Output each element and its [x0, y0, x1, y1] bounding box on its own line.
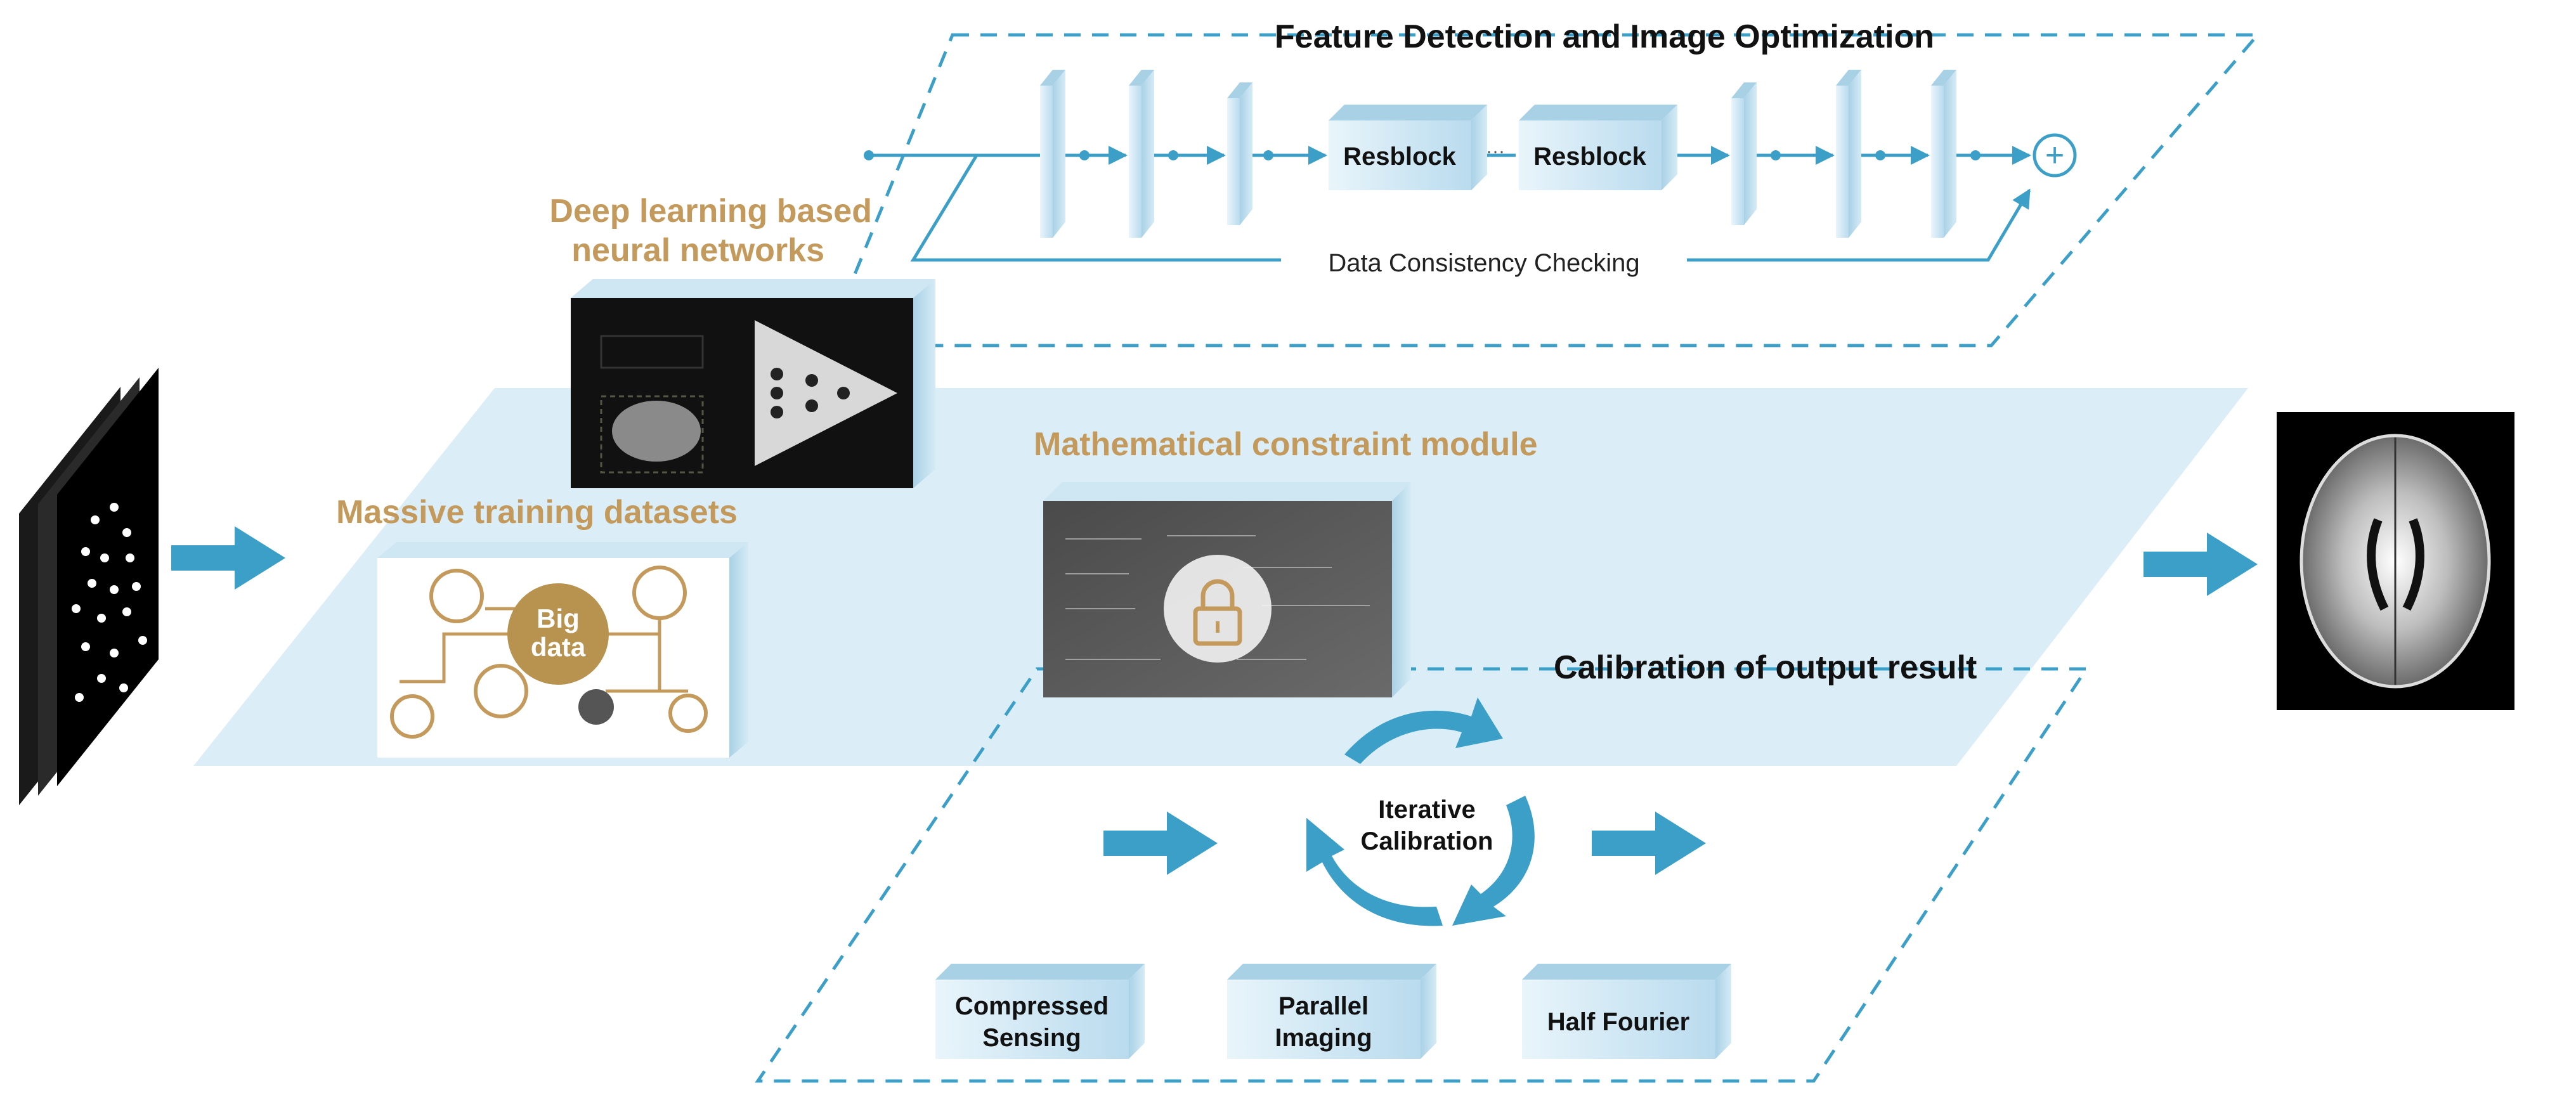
math-panel	[1043, 482, 1411, 697]
resblock-1	[1329, 105, 1487, 190]
conv-layer-1	[1040, 70, 1065, 238]
input-node-dot	[864, 150, 874, 160]
math-label: Mathematical constraint module	[1034, 426, 1538, 463]
feature-title: Feature Detection and Image Optimization	[1275, 18, 1934, 55]
iterative-line2: Calibration	[1361, 827, 1493, 855]
dl-label-line1: Deep learning based	[549, 193, 872, 230]
method-block-cs	[935, 964, 1145, 1059]
method-hf-line1: Half Fourier	[1547, 1008, 1689, 1036]
big-data-line2: data	[531, 632, 586, 662]
conv-layer-6	[1931, 70, 1956, 238]
conv-layer-3	[1227, 82, 1252, 225]
training-panel	[377, 542, 748, 758]
output-mri-image	[2277, 412, 2514, 710]
resblock-dots: ···	[1486, 141, 1505, 162]
output-arrow	[2143, 533, 2258, 596]
method-cs-line2: Sensing	[982, 1024, 1081, 1052]
input-arrow	[171, 526, 285, 590]
resblock-1-label: Resblock	[1343, 143, 1457, 171]
conv-layer-2	[1129, 70, 1154, 238]
cycle-in-arrow	[1103, 812, 1218, 875]
big-data-line1: Big	[537, 604, 580, 633]
method-pi-line1: Parallel	[1278, 992, 1369, 1020]
input-stack	[19, 368, 159, 805]
resblock-2-label: Resblock	[1533, 143, 1647, 171]
conv-layer-4	[1731, 82, 1757, 225]
layer-dots	[1079, 150, 1981, 160]
kspace-samples	[72, 503, 147, 702]
iterative-line1: Iterative	[1378, 796, 1475, 824]
dl-panel	[571, 279, 935, 488]
bottom-dashed-plane	[755, 667, 2090, 1083]
resblock-2	[1519, 105, 1677, 190]
dl-label-line2: neural networks	[571, 232, 824, 269]
method-pi-line2: Imaging	[1275, 1024, 1372, 1052]
skip-connection-line-right	[1687, 188, 2031, 262]
sum-node-symbol: +	[2045, 137, 2064, 174]
skip-connection-line	[910, 154, 1281, 262]
top-dashed-plane	[823, 33, 2261, 347]
method-cs-line1: Compressed	[955, 992, 1109, 1020]
cycle-out-arrow	[1592, 812, 1706, 875]
training-label: Massive training datasets	[336, 494, 738, 531]
calibration-label: Calibration of output result	[1554, 649, 1977, 686]
sum-node	[2033, 133, 2077, 178]
conv-layer-5	[1836, 70, 1861, 238]
iterative-cycle	[1306, 697, 1535, 926]
data-consistency-label: Data Consistency Checking	[1328, 249, 1639, 277]
method-block-pi	[1227, 964, 1436, 1059]
method-block-hf	[1522, 964, 1731, 1059]
